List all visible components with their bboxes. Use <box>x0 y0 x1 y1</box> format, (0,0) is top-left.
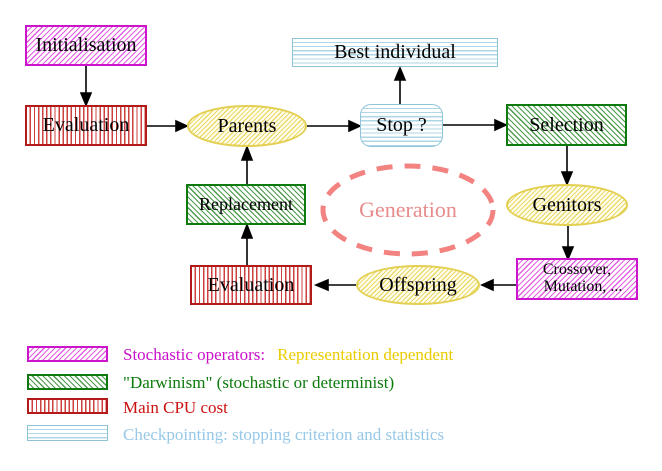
arrow-selection-to-genitors <box>560 146 574 187</box>
node-replacement-label: Replacement <box>199 194 293 215</box>
generation-label: Generation <box>359 197 457 222</box>
arrow-genitors-to-crossover <box>561 226 575 262</box>
node-stop-label: Stop ? <box>376 114 427 136</box>
arrow-stop-to-selection <box>443 118 508 132</box>
node-initialisation: Initialisation <box>25 25 147 66</box>
arrow-evaluation-to-parents <box>147 119 189 133</box>
node-parents: Parents <box>187 105 307 147</box>
legend-label-darwinism: "Darwinism" (stochastic or determinist) <box>123 373 395 392</box>
node-genitors: Genitors <box>506 184 628 226</box>
node-initialisation-label: Initialisation <box>35 34 137 56</box>
node-crossover-line2: Mutation, ... <box>543 278 623 295</box>
node-selection: Selection <box>506 104 627 146</box>
node-offspring-label: Offspring <box>379 273 457 296</box>
arrow-offspring-to-evaluation <box>313 278 356 292</box>
legend-text-stochastic: Stochastic operators: <box>123 345 266 364</box>
node-evaluation-top: Evaluation <box>25 105 147 146</box>
arrow-evaluation-to-replacement <box>240 222 254 265</box>
node-selection-label: Selection <box>529 113 604 136</box>
legend-swatch-checkpointing <box>27 425 108 441</box>
node-genitors-label: Genitors <box>532 193 602 216</box>
legend-label-stochastic-operators: Stochastic operators: Representation depe… <box>123 345 453 365</box>
node-evaluation-bottom-label: Evaluation <box>207 273 295 296</box>
node-stop: Stop ? <box>360 104 443 147</box>
legend-swatch-cpu-cost <box>27 398 108 414</box>
legend-label-checkpointing: Checkpointing: stopping criterion and st… <box>123 425 445 444</box>
legend-text-representation: Representation dependent <box>277 345 454 364</box>
node-offspring: Offspring <box>356 265 480 305</box>
node-crossover-line1: Crossover, <box>542 261 612 279</box>
node-parents-label: Parents <box>217 114 277 137</box>
node-replacement: Replacement <box>186 184 306 225</box>
arrow-parents-to-stop <box>307 119 362 133</box>
arrow-stop-to-best-individual <box>393 65 407 104</box>
node-best-individual-label: Best individual <box>334 41 456 63</box>
arrow-replacement-to-parents <box>240 144 254 184</box>
legend-swatch-darwinism <box>27 374 108 390</box>
node-evaluation-bottom: Evaluation <box>190 265 312 305</box>
legend-swatch-stochastic-operators <box>27 346 108 362</box>
legend-label-cpu-cost: Main CPU cost <box>123 398 228 417</box>
arrow-initialisation-to-evaluation <box>79 66 93 108</box>
arrow-crossover-to-offspring <box>480 278 516 292</box>
node-crossover-mutation: Crossover, Mutation, ... <box>516 258 638 300</box>
node-best-individual: Best individual <box>292 38 498 67</box>
node-evaluation-top-label: Evaluation <box>42 114 130 136</box>
